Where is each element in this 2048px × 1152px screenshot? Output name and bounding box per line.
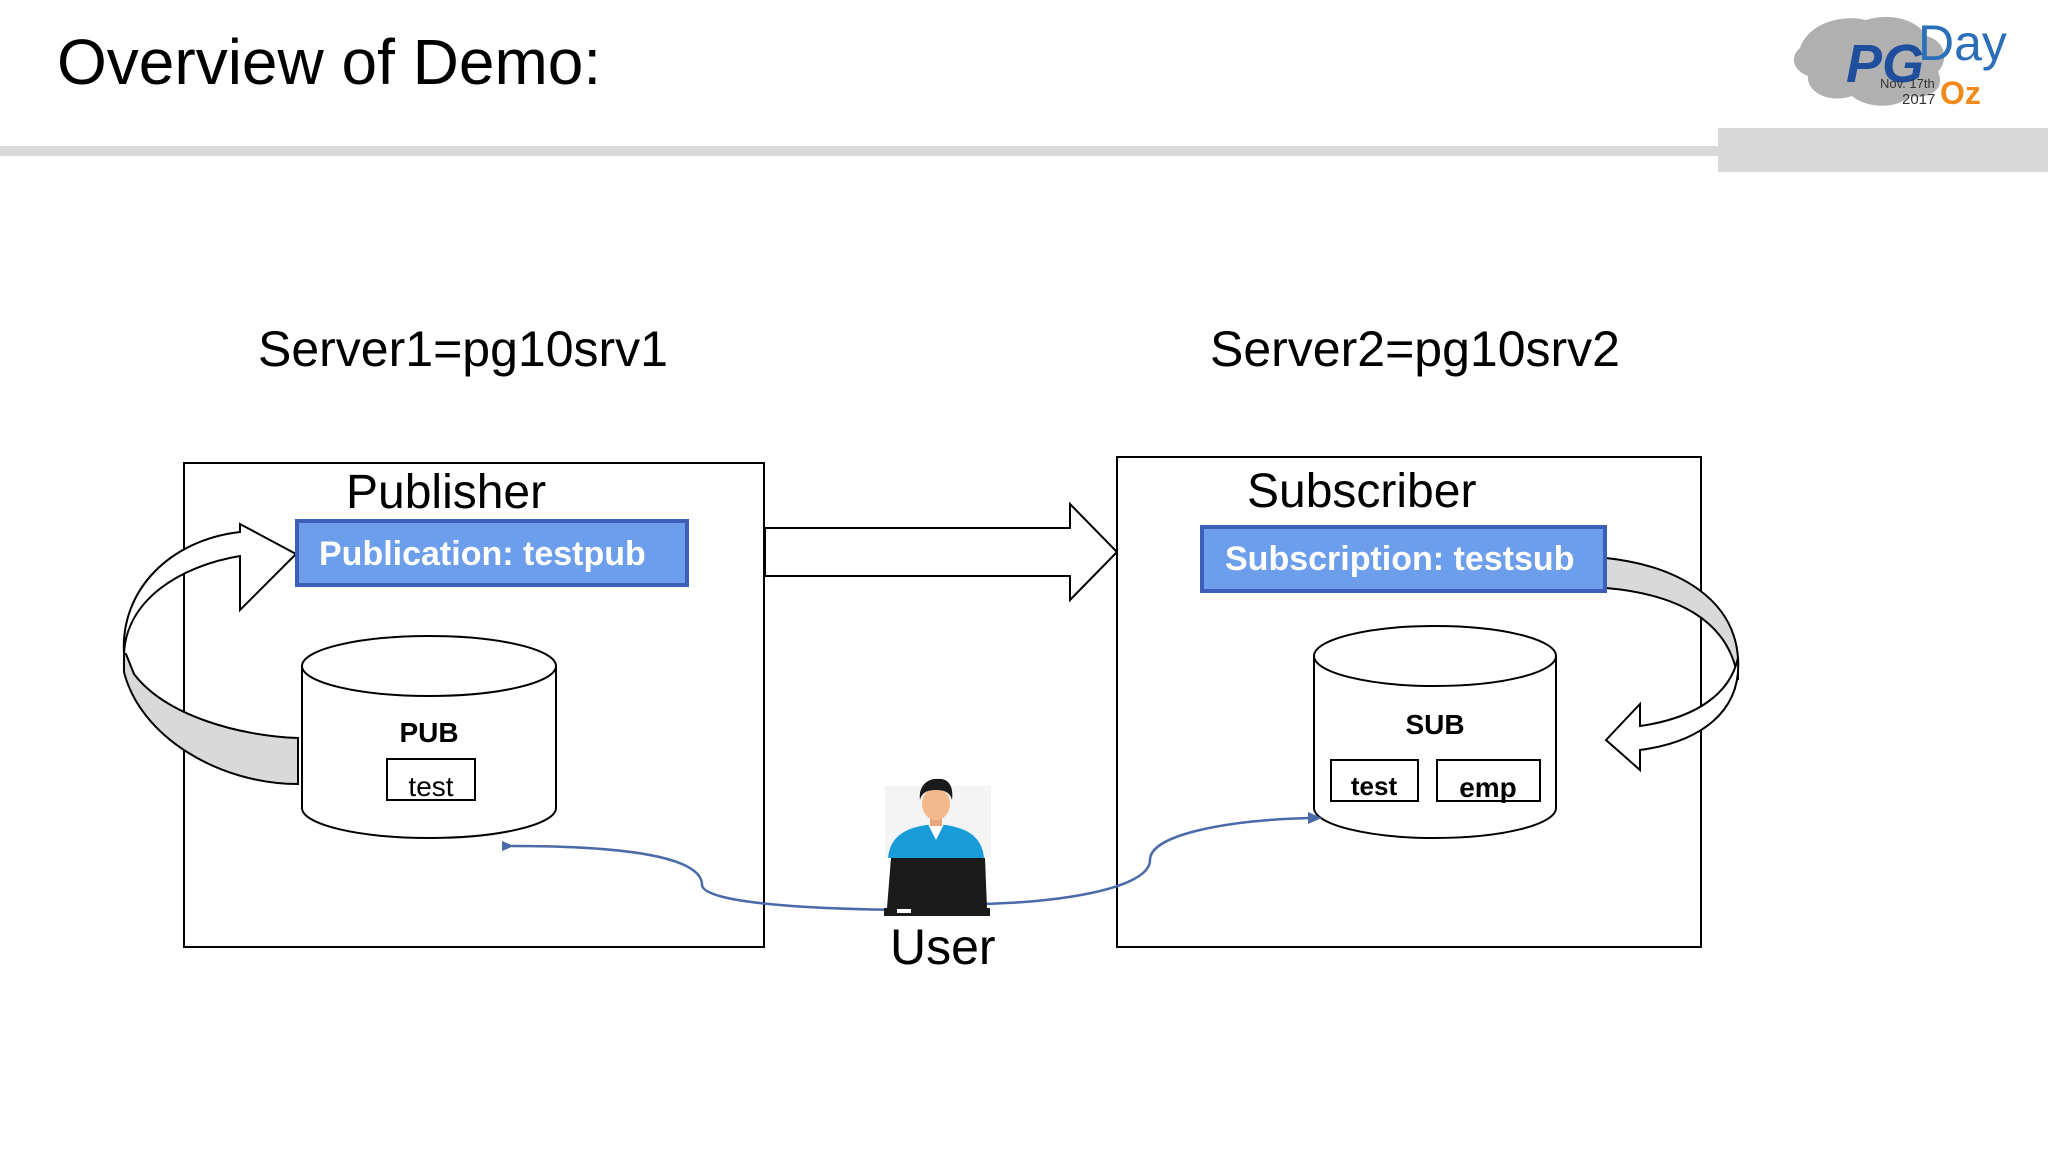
- pub-database-cylinder: [301, 635, 557, 839]
- user-to-sub-connector: [969, 816, 1311, 906]
- publisher-label: Publisher: [346, 466, 546, 519]
- publisher-curved-arrow: [122, 522, 299, 786]
- logo-pg-text: PG: [1846, 34, 1924, 94]
- user-to-pub-connector: [501, 840, 931, 912]
- pub-table-test-label: test: [408, 771, 453, 802]
- cloud-shape-icon: [1793, 16, 1945, 106]
- header-divider-block: [1718, 128, 2048, 172]
- sub-table-test: [1330, 759, 1419, 802]
- user-label: User: [890, 919, 996, 975]
- publication-box: [295, 519, 689, 587]
- subscription-label: Subscription: testsub: [1225, 540, 1574, 578]
- sub-table-emp-label: emp: [1459, 772, 1517, 803]
- sub-connector-arrowhead: [1308, 812, 1322, 824]
- subscription-box: [1200, 525, 1607, 593]
- logo-day-text: Day: [1918, 15, 2007, 71]
- header-divider: [0, 146, 1718, 156]
- server1-heading: Server1=pg10srv1: [258, 321, 668, 377]
- sub-table-emp: [1436, 759, 1541, 802]
- user-person-icon: [885, 778, 991, 858]
- sub-table-test-label: test: [1351, 771, 1398, 801]
- logo-oz-text: Oz: [1940, 75, 1981, 111]
- person-hair: [919, 778, 953, 800]
- subscriber-label: Subscriber: [1247, 465, 1476, 518]
- person-head: [922, 788, 950, 820]
- pub-database-label: PUB: [399, 717, 458, 748]
- pub-table-test: [386, 758, 476, 801]
- replication-arrow: [764, 501, 1119, 603]
- pgday-logo: PG Day Nov. 17th 2017 Oz: [1793, 15, 2007, 111]
- logo-year-text: 2017: [1902, 91, 1935, 108]
- sub-database-label: SUB: [1405, 709, 1464, 740]
- laptop-icon: [884, 858, 990, 916]
- person-shirt: [888, 824, 984, 858]
- publication-label: Publication: testpub: [319, 535, 646, 573]
- slide-title: Overview of Demo:: [57, 26, 601, 98]
- server2-heading: Server2=pg10srv2: [1210, 321, 1620, 377]
- logo-date-text: Nov. 17th: [1880, 76, 1935, 91]
- subscriber-curved-arrow: [1604, 556, 1740, 773]
